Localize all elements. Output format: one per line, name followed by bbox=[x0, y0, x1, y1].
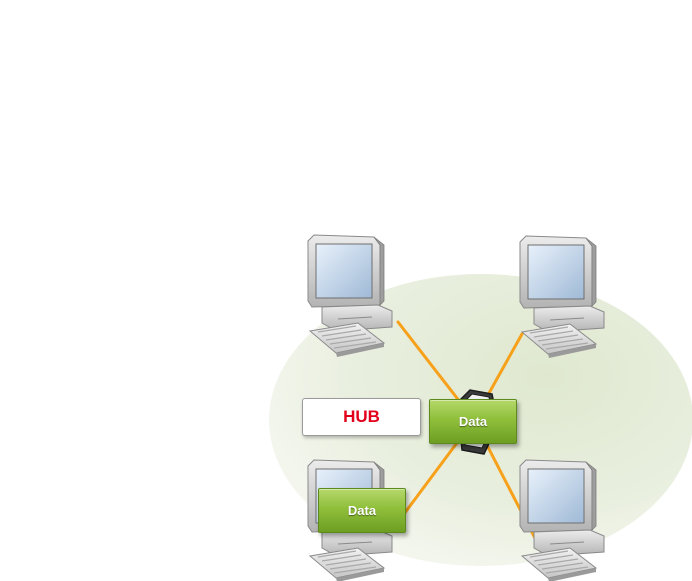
data-packet: Data bbox=[318, 488, 406, 533]
data-packet: Data bbox=[429, 399, 517, 444]
hub-label: HUB bbox=[302, 398, 421, 436]
desktop-computer-icon bbox=[519, 459, 605, 581]
